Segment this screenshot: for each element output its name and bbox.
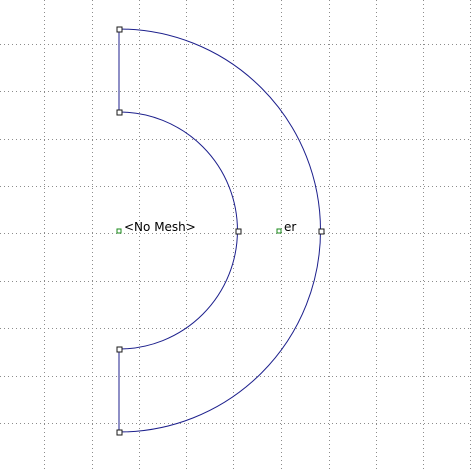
second-label-marker[interactable] bbox=[276, 228, 282, 234]
mesh-label: <No Mesh> bbox=[124, 220, 196, 234]
vertex-handle-bottom-inner[interactable] bbox=[116, 346, 123, 353]
second-label: er bbox=[284, 220, 296, 234]
vertex-handle-top-outer[interactable] bbox=[116, 26, 123, 33]
vertex-handle-bottom-outer[interactable] bbox=[116, 429, 123, 436]
vertex-handle-top-inner[interactable] bbox=[116, 109, 123, 116]
mesh-label-marker[interactable] bbox=[116, 228, 122, 234]
vertex-handle-mid-outer[interactable] bbox=[318, 228, 325, 235]
vertex-handle-mid-inner[interactable] bbox=[235, 228, 242, 235]
arch-shape-outline[interactable] bbox=[118, 28, 321, 433]
